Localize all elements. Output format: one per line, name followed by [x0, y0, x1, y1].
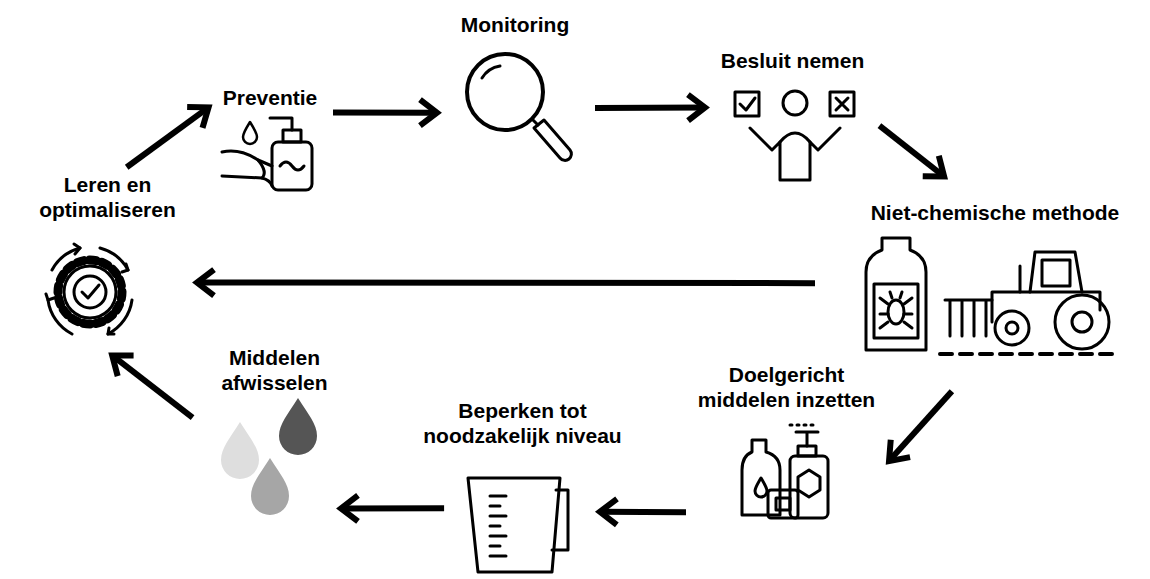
tractor-icon — [940, 252, 1115, 354]
magnifier-icon — [467, 54, 571, 160]
targeted-use-step: Doelgericht middelen inzetten — [692, 362, 881, 522]
arrow-shaft — [127, 107, 209, 167]
gear-cycle-icon — [46, 244, 132, 334]
flow-arrow — [112, 355, 192, 417]
arrow-shaft — [600, 509, 686, 516]
flow-arrow — [600, 499, 686, 525]
drops-icon — [221, 398, 317, 515]
arrow-head — [420, 100, 437, 126]
arrow-shaft — [197, 280, 815, 287]
step-label: Niet-chemische methode — [871, 200, 1120, 225]
arrow-head — [197, 270, 214, 296]
limit-step: Beperken tot noodzakelijk niveau — [400, 398, 645, 573]
step-label: Middelen afwisselen — [212, 345, 337, 395]
decision-step: Besluit nemen — [715, 48, 870, 183]
step-label: Doelgericht middelen inzetten — [694, 362, 879, 412]
arrow-shaft — [595, 104, 705, 111]
arrow-shaft — [341, 505, 444, 511]
arrow-head — [187, 107, 208, 128]
arrow-head — [923, 156, 944, 177]
flow-arrow — [889, 391, 952, 461]
flow-arrow — [595, 95, 705, 121]
arrow-shaft — [112, 355, 192, 417]
arrow-head — [688, 95, 705, 121]
arrow-head — [600, 499, 617, 525]
non-chemical-step: Niet-chemische methode — [845, 200, 1145, 360]
soap-icon — [222, 118, 312, 190]
arrow-head — [341, 495, 358, 521]
arrow-shaft — [879, 126, 944, 177]
arrow-shaft — [333, 110, 437, 116]
flow-arrow — [341, 495, 444, 521]
step-label: Monitoring — [461, 12, 569, 37]
arrow-shaft — [889, 391, 952, 461]
flow-arrow — [197, 270, 815, 296]
alternate-step: Middelen afwisselen — [210, 345, 339, 517]
biocontrol-bottle-icon — [866, 238, 926, 350]
flow-arrow — [127, 107, 209, 167]
arrow-head — [889, 440, 910, 461]
arrow-head — [112, 355, 133, 376]
step-label: Leren en optimaliseren — [30, 172, 185, 222]
step-label: Beperken tot noodzakelijk niveau — [420, 398, 625, 448]
flow-arrow — [333, 100, 437, 126]
measuring-jug-icon — [468, 478, 568, 572]
decision-icon — [735, 91, 854, 180]
prevention-step: Preventie — [215, 85, 325, 195]
products-icon — [742, 425, 828, 518]
step-label: Besluit nemen — [721, 48, 865, 73]
monitoring-step: Monitoring — [445, 12, 585, 167]
flow-arrow — [879, 126, 944, 177]
learn-step: Leren en optimaliseren — [28, 172, 187, 342]
step-label: Preventie — [223, 85, 318, 110]
